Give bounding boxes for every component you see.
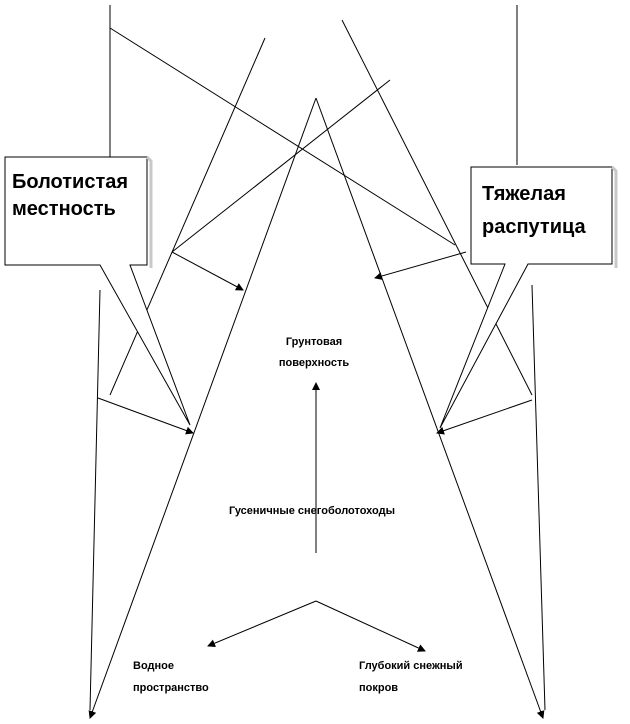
label-water-line2: пространство: [133, 682, 209, 694]
callout-thaw: Тяжелая распутица: [439, 165, 618, 429]
arrow-right-lower: [436, 399, 533, 435]
outer-right-frame: [171, 5, 546, 711]
right-diagonal-line: [341, 19, 533, 396]
callout-swamp-line2: местность: [12, 198, 116, 220]
arrow-to-snow: [315, 600, 426, 652]
callout-thaw-line1: Тяжелая: [482, 183, 566, 205]
arrow-to-water: [207, 600, 317, 647]
inner-labels: Грунтовая поверхность Гусеничные снегобо…: [133, 336, 463, 694]
label-ground-line2: поверхность: [279, 357, 350, 369]
label-snow-line1: Глубокий снежный: [359, 660, 463, 672]
arrow-left-lower: [97, 397, 194, 435]
triangle-left-side: [88, 97, 317, 719]
arrow-left-upper: [171, 251, 244, 291]
triangle-right-side: [315, 97, 545, 719]
callout-swamp-line1: Болотистая: [12, 171, 128, 193]
central-triangle: [88, 97, 545, 719]
side-arrows: [97, 251, 533, 435]
left-lower-vertical: [89, 289, 101, 711]
label-center: Гусеничные снегоболотоходы: [229, 505, 395, 517]
label-ground-line1: Грунтовая: [286, 336, 342, 348]
label-water-line1: Водное: [133, 660, 174, 672]
arrow-right-upper: [374, 251, 467, 280]
left-diagonal-line: [109, 37, 266, 396]
outer-left-frame: [89, 5, 456, 711]
callout-swamp: Болотистая местность: [4, 155, 191, 426]
cross-line-left-to-right: [109, 27, 456, 246]
right-lower-vertical: [531, 284, 546, 711]
cross-line-right-to-left: [171, 79, 391, 253]
label-snow-line2: покров: [359, 682, 398, 694]
callout-thaw-line2: распутица: [482, 216, 587, 238]
